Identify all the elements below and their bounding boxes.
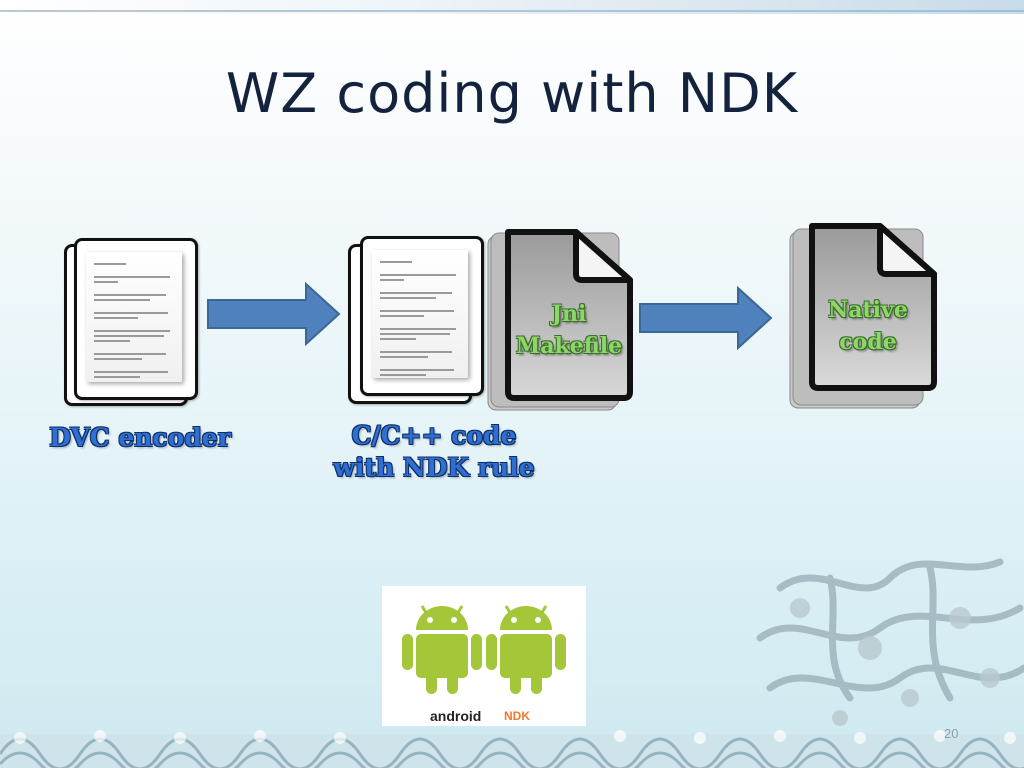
jni-label-line1: Jni	[551, 301, 587, 327]
native-code-file-icon	[789, 223, 937, 409]
native-label-line1: Native	[828, 297, 908, 323]
jni-label-line2: Makefile	[515, 333, 623, 359]
page-number: 20	[944, 726, 959, 741]
document-text-lines	[94, 260, 174, 381]
document-text-sheet	[86, 252, 182, 382]
cpp-caption-line2: with NDK rule	[333, 453, 535, 482]
cpp-code-document-stack	[348, 236, 484, 404]
cpp-caption-line1: C/C++ code	[351, 421, 517, 450]
dvc-encoder-document-stack	[64, 238, 198, 406]
flow-arrow-1	[207, 282, 341, 346]
top-bar	[0, 0, 1024, 14]
android-ndk-logo: android NDK	[382, 586, 586, 726]
document-text-sheet	[372, 250, 468, 378]
flow-arrow-2	[639, 286, 773, 350]
logo-android-text: android	[430, 708, 482, 724]
dragon-decoration	[756, 558, 1024, 726]
native-code-label: Native code	[808, 294, 928, 358]
jni-makefile-label: Jni Makefile	[500, 298, 638, 362]
logo-ndk-text: NDK	[504, 709, 530, 723]
wave-border-decoration	[0, 730, 1024, 768]
android-robots-icon	[402, 605, 566, 694]
slide-title: WZ coding with NDK	[225, 62, 799, 125]
cpp-code-caption: C/C++ code with NDK rule	[322, 420, 546, 484]
dvc-encoder-caption: DVC encoder	[49, 423, 231, 452]
jni-makefile-file-icon	[487, 229, 633, 411]
native-label-line2: code	[839, 329, 897, 355]
document-text-lines	[380, 258, 460, 379]
